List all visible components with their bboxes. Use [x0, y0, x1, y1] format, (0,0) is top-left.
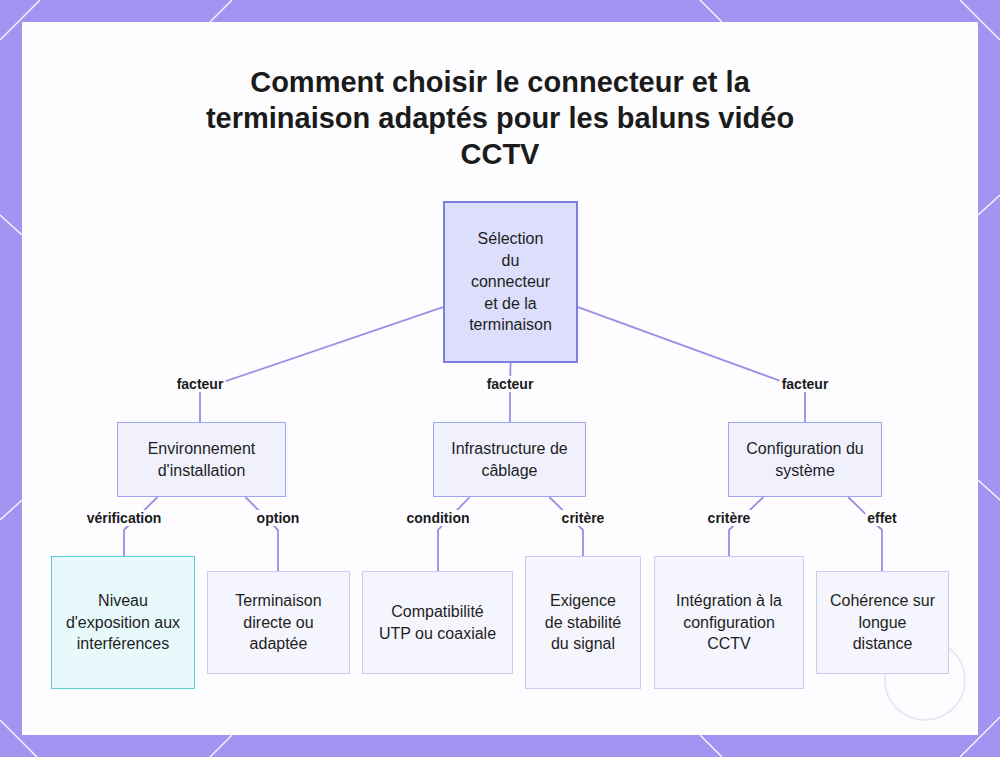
- root-box: Sélection du connecteur et de la termina…: [443, 201, 578, 363]
- connector-line: [438, 497, 470, 571]
- edge-label: vérification: [85, 510, 164, 526]
- connector-line: [549, 497, 583, 556]
- connector-line: [200, 307, 443, 422]
- concept-box: Infrastructure de câblage: [433, 422, 586, 497]
- node-text: Cohérence sur longue distance: [828, 590, 938, 655]
- node-text: Niveau d'exposition aux interférences: [66, 590, 181, 655]
- node-text: Compatibilité UTP ou coaxiale: [378, 601, 498, 644]
- concept-box: Configuration du système: [728, 422, 882, 497]
- edge-label: facteur: [780, 376, 831, 392]
- node-text: Sélection du connecteur et de la termina…: [469, 228, 553, 336]
- concept-box: Compatibilité UTP ou coaxiale: [362, 571, 513, 674]
- connector-line: [509, 363, 511, 422]
- node-text: Terminaison directe ou adaptée: [224, 590, 334, 655]
- edge-label: critère: [706, 510, 753, 526]
- connector-line: [729, 497, 763, 556]
- connector-line: [124, 497, 158, 556]
- connector-line: [245, 497, 278, 571]
- concept-box: Intégration à la configuration CCTV: [654, 556, 804, 689]
- edge-label: critère: [560, 510, 607, 526]
- concept-box: Cohérence sur longue distance: [816, 571, 949, 674]
- concept-box: Exigence de stabilité du signal: [525, 556, 641, 689]
- node-text: Configuration du système: [743, 438, 868, 481]
- node-text: Exigence de stabilité du signal: [541, 590, 625, 655]
- node-text: Intégration à la configuration CCTV: [670, 590, 788, 655]
- edge-label: effet: [865, 510, 899, 526]
- connector-line: [578, 307, 805, 422]
- connector-line: [848, 497, 882, 571]
- node-text: Infrastructure de câblage: [450, 438, 570, 481]
- concept-box: Niveau d'exposition aux interférences: [51, 556, 195, 689]
- edge-label: condition: [405, 510, 472, 526]
- edge-label: option: [255, 510, 302, 526]
- node-text: Environnement d'installation: [132, 438, 272, 481]
- edge-label: facteur: [485, 376, 536, 392]
- edge-label: facteur: [175, 376, 226, 392]
- diagram-title: Comment choisir le connecteur et la term…: [200, 64, 800, 172]
- concept-box: Environnement d'installation: [117, 422, 286, 497]
- concept-box: Terminaison directe ou adaptée: [207, 571, 350, 674]
